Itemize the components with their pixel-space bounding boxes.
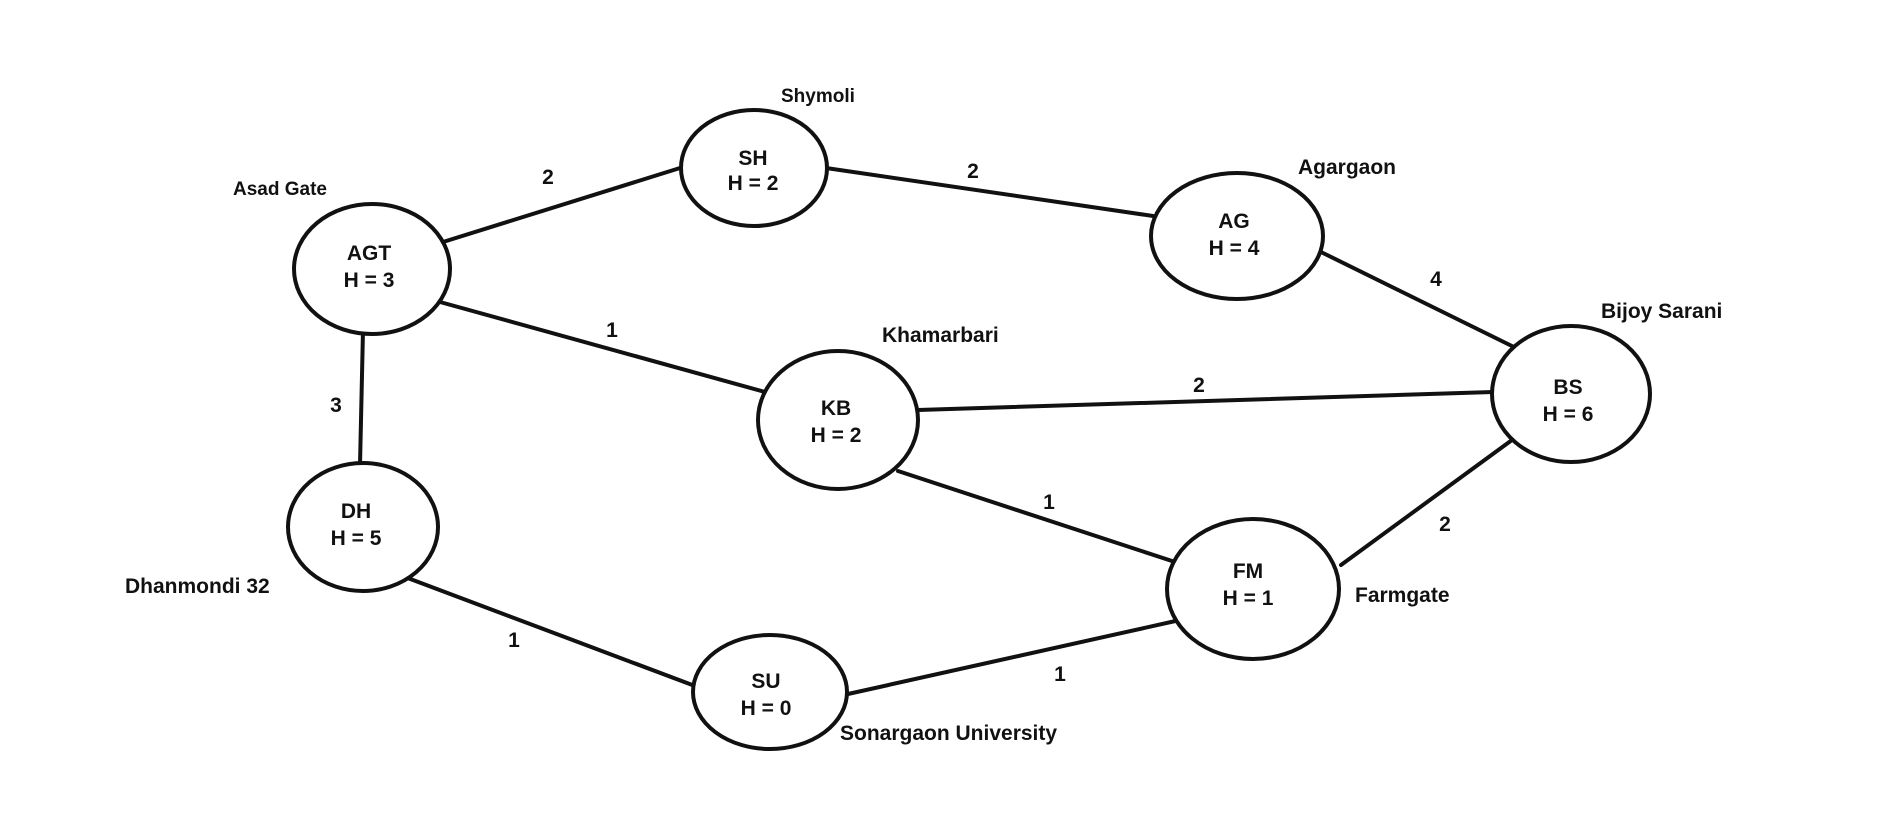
edge-dh-su xyxy=(403,575,697,688)
weight-kb-fm: 1 xyxy=(1043,491,1055,514)
weight-ag-bs: 4 xyxy=(1430,268,1442,291)
place-label-sonargaon-university: Sonargaon University xyxy=(840,722,1057,745)
node-agt-code: AGT xyxy=(347,242,392,265)
node-kb-circle xyxy=(756,349,920,491)
weight-agt-kb: 1 xyxy=(606,319,618,342)
edge-agt-kb xyxy=(438,300,767,394)
place-labels: Asad Gate Shymoli Agargaon Khamarbari Bi… xyxy=(125,86,1722,745)
node-fm-circle xyxy=(1165,517,1341,661)
place-label-shymoli: Shymoli xyxy=(781,86,855,107)
node-agt-heuristic: H = 3 xyxy=(344,269,395,292)
place-label-asad-gate: Asad Gate xyxy=(233,179,327,200)
node-kb: KB H = 2 xyxy=(756,349,920,491)
weight-agt-sh: 2 xyxy=(542,166,554,189)
place-label-farmgate: Farmgate xyxy=(1355,584,1450,607)
weight-kb-bs: 2 xyxy=(1193,374,1205,397)
node-kb-heuristic: H = 2 xyxy=(811,424,862,447)
node-sh: SH H = 2 xyxy=(679,108,829,228)
edge-su-fm xyxy=(846,618,1182,696)
edge-sh-ag xyxy=(824,166,1155,218)
node-agt: AGT H = 3 xyxy=(292,202,452,336)
node-su-code: SU xyxy=(751,670,780,693)
node-ag-circle xyxy=(1149,171,1325,301)
place-label-dhanmondi-32: Dhanmondi 32 xyxy=(125,575,270,598)
node-bs-circle xyxy=(1490,324,1652,464)
node-sh-code: SH xyxy=(738,147,767,170)
node-bs-heuristic: H = 6 xyxy=(1543,403,1594,426)
weight-dh-su: 1 xyxy=(508,629,520,652)
node-ag-code: AG xyxy=(1218,210,1250,233)
edge-weights: 2 2 4 1 2 3 1 2 1 1 xyxy=(330,160,1451,686)
node-su-circle xyxy=(691,633,849,751)
node-sh-heuristic: H = 2 xyxy=(728,172,779,195)
edges xyxy=(358,166,1522,696)
weight-su-fm: 1 xyxy=(1054,663,1066,686)
node-kb-code: KB xyxy=(821,397,851,420)
edge-ag-bs xyxy=(1319,250,1522,352)
node-dh-circle xyxy=(286,461,440,593)
node-agt-circle xyxy=(292,202,452,336)
node-dh: DH H = 5 xyxy=(286,461,440,593)
node-dh-heuristic: H = 5 xyxy=(331,527,382,550)
node-fm-code: FM xyxy=(1233,560,1263,583)
node-fm-heuristic: H = 1 xyxy=(1223,587,1274,610)
place-label-agargaon: Agargaon xyxy=(1298,156,1396,179)
node-ag: AG H = 4 xyxy=(1149,171,1325,301)
edge-agt-dh xyxy=(358,328,365,467)
weight-sh-ag: 2 xyxy=(967,160,979,183)
place-label-khamarbari: Khamarbari xyxy=(882,324,999,347)
edge-kb-bs xyxy=(916,390,1495,412)
node-sh-circle xyxy=(679,108,829,228)
node-dh-code: DH xyxy=(341,500,371,523)
node-fm: FM H = 1 xyxy=(1165,517,1341,661)
weight-agt-dh: 3 xyxy=(330,394,342,417)
edge-bs-fm xyxy=(1339,438,1514,567)
place-label-bijoy-sarani: Bijoy Sarani xyxy=(1601,300,1722,323)
weight-bs-fm: 2 xyxy=(1439,513,1451,536)
edge-kb-fm xyxy=(896,469,1174,563)
node-su: SU H = 0 xyxy=(691,633,849,751)
node-bs: BS H = 6 xyxy=(1490,324,1652,464)
node-su-heuristic: H = 0 xyxy=(741,697,792,720)
node-ag-heuristic: H = 4 xyxy=(1209,237,1260,260)
node-bs-code: BS xyxy=(1553,376,1582,399)
edge-agt-sh xyxy=(441,166,682,244)
